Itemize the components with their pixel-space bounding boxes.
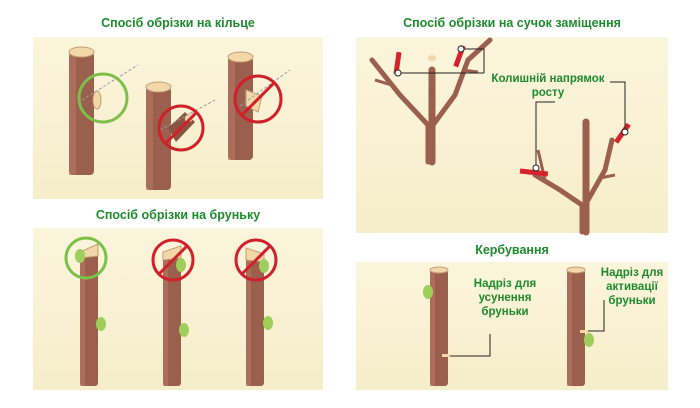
ring-title: Спосіб обрізки на кільце bbox=[101, 16, 255, 30]
scoring-bud-2 bbox=[584, 333, 594, 347]
ring-no-circle-2 bbox=[157, 104, 205, 152]
bud-no-circle-3 bbox=[234, 238, 278, 282]
replacement-title: Спосіб обрізки на сучок заміщення bbox=[403, 16, 621, 30]
ring-cut-1 bbox=[68, 46, 95, 58]
replacement-mark-2a bbox=[519, 168, 549, 177]
replacement-panel bbox=[356, 37, 668, 233]
scoring-title: Кербування bbox=[475, 243, 549, 257]
bud-top-1 bbox=[75, 249, 85, 263]
scoring-notch-2 bbox=[580, 330, 588, 333]
bud-low-1 bbox=[96, 317, 106, 331]
ring-no-circle-3 bbox=[233, 74, 283, 124]
ring-cut-2 bbox=[145, 81, 172, 93]
scoring-label-weaken: Надріз для усунення бруньки bbox=[473, 278, 537, 318]
scoring-bud-1 bbox=[423, 285, 433, 299]
replacement-label: Колишній напрямок росту bbox=[491, 73, 605, 99]
replacement-tree-1 bbox=[369, 37, 493, 166]
bud-no-circle-2 bbox=[151, 238, 195, 282]
replacement-tree-2 bbox=[532, 118, 616, 236]
ring-cut-3 bbox=[227, 51, 254, 63]
bud-title: Спосіб обрізки на бруньку bbox=[95, 208, 261, 222]
scoring-notch-1 bbox=[442, 354, 450, 357]
bud-ok-circle bbox=[64, 236, 108, 280]
replacement-mark-1a bbox=[393, 51, 402, 75]
scoring-label-activate: Надріз для активації бруньки bbox=[600, 267, 664, 307]
ring-ok-circle-1 bbox=[77, 72, 129, 124]
scoring-panel bbox=[356, 262, 668, 390]
